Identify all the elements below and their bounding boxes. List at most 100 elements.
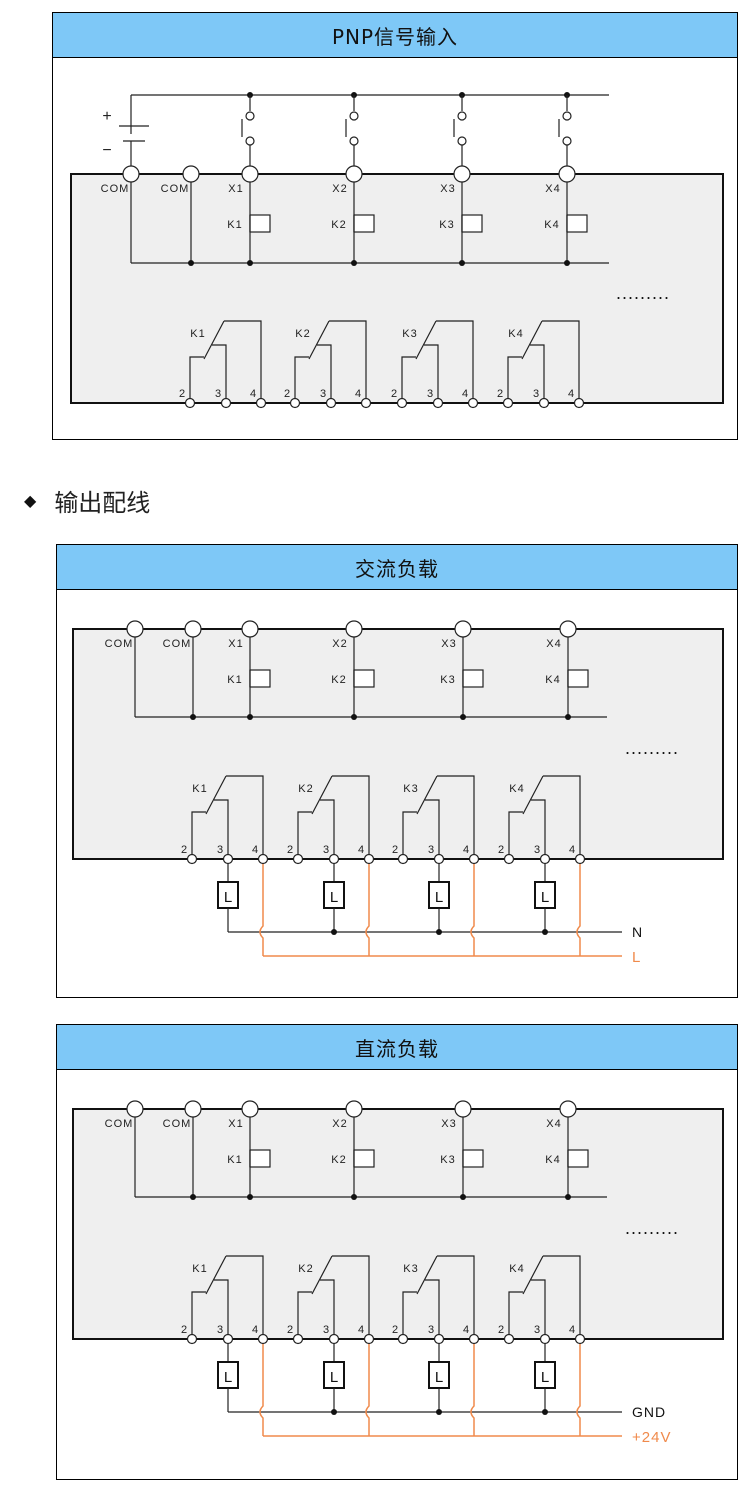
relay-coil — [567, 669, 589, 688]
pin-label: 3 — [428, 1324, 434, 1336]
output-pin — [432, 397, 444, 409]
relay-label: K4 — [544, 219, 559, 231]
pin-label: 2 — [392, 1324, 398, 1336]
relay-label: K2 — [331, 674, 346, 686]
pin-label: 2 — [391, 388, 397, 400]
line-rail-label: +24V — [632, 1429, 671, 1446]
contact-nc-leg — [297, 1291, 312, 1339]
output-pin — [184, 397, 196, 409]
section-title: 输出配线 — [54, 488, 151, 517]
bus-junction — [190, 714, 196, 720]
pin-label: 2 — [181, 1324, 187, 1336]
bus-junction — [351, 714, 357, 720]
output-pin — [468, 853, 480, 865]
relay-label: K3 — [440, 674, 455, 686]
pin-label: 2 — [498, 844, 504, 856]
contact-frame — [542, 320, 580, 403]
output-pin — [433, 853, 445, 865]
load-label: L — [330, 1369, 338, 1386]
contact-nc-leg — [507, 356, 522, 403]
input-terminal-x4 — [559, 620, 577, 638]
bus-junction — [564, 260, 570, 266]
relay-coil — [249, 214, 271, 233]
output-pin — [503, 853, 515, 865]
pin-label: 4 — [252, 844, 258, 856]
contact-no-leg — [214, 1279, 229, 1339]
com-terminal — [122, 165, 140, 183]
contact-nc-leg — [402, 811, 417, 859]
pin-label: 2 — [287, 1324, 293, 1336]
switch-contact-bottom — [457, 136, 467, 146]
pin-label: 4 — [355, 388, 361, 400]
output-pin — [186, 1333, 198, 1345]
pin-label: 4 — [252, 1324, 258, 1336]
output-pin — [503, 1333, 515, 1345]
supply-wire-pin4 — [365, 864, 370, 956]
pin-label: 4 — [358, 844, 364, 856]
contact-nc-leg — [297, 811, 312, 859]
relay-coil — [249, 1149, 271, 1168]
contact-no-leg — [530, 344, 545, 403]
contact-no-leg — [425, 1279, 440, 1339]
supply-wire-pin4 — [365, 1344, 370, 1436]
pin-label: 2 — [497, 388, 503, 400]
com-terminal — [184, 620, 202, 638]
output-pin — [363, 1333, 375, 1345]
com-label: COM — [163, 638, 192, 650]
contact-frame — [329, 320, 367, 403]
output-pin — [502, 397, 514, 409]
plc-module-body — [70, 173, 724, 404]
switch-blade — [522, 1255, 544, 1295]
com-terminal — [182, 165, 200, 183]
com-label: COM — [101, 183, 130, 195]
relay-coil — [353, 1149, 375, 1168]
output-pin — [222, 1333, 234, 1345]
switch-contact-bottom — [349, 136, 359, 146]
relay-label: K2 — [331, 219, 346, 231]
contact-no-leg — [425, 799, 440, 859]
relay-label: K1 — [227, 219, 242, 231]
output-pin — [396, 397, 408, 409]
supply-wire-pin4 — [576, 1344, 581, 1436]
neutral-junction — [542, 1409, 548, 1415]
output-pin — [539, 1333, 551, 1345]
pin-label: 4 — [569, 1324, 575, 1336]
switch-contact-top — [349, 111, 359, 121]
input-terminal-x3 — [454, 1100, 472, 1118]
pin-label: 3 — [323, 1324, 329, 1336]
bus-junction — [247, 1194, 253, 1200]
neutral-junction — [331, 929, 337, 935]
neutral-junction — [331, 1409, 337, 1415]
input-label: X4 — [546, 638, 561, 650]
bus-junction — [190, 1194, 196, 1200]
input-label: X2 — [332, 638, 347, 650]
relay-coil — [567, 1149, 589, 1168]
contact-relay-label: K4 — [508, 328, 523, 340]
relay-coil — [353, 214, 375, 233]
load-label: L — [435, 1369, 443, 1386]
pin-label: 2 — [287, 844, 293, 856]
bus-junction — [351, 1194, 357, 1200]
relay-label: K3 — [439, 219, 454, 231]
bus-junction — [247, 260, 253, 266]
com-label: COM — [163, 1118, 192, 1130]
output-pin — [574, 1333, 586, 1345]
output-pin — [433, 1333, 445, 1345]
diamond-bullet-icon: ◆ — [24, 490, 37, 510]
contact-no-leg — [212, 344, 227, 403]
input-label: X3 — [440, 183, 455, 195]
output-pin — [292, 853, 304, 865]
contact-frame — [224, 320, 262, 403]
switch-blade — [415, 320, 437, 360]
pin-label: 4 — [358, 1324, 364, 1336]
output-pin — [222, 853, 234, 865]
input-terminal-x2 — [345, 1100, 363, 1118]
input-label: X3 — [441, 638, 456, 650]
input-terminal-x4 — [558, 165, 576, 183]
contact-relay-label: K1 — [192, 1263, 207, 1275]
switch-blade — [416, 1255, 438, 1295]
pin-label: 2 — [179, 388, 185, 400]
